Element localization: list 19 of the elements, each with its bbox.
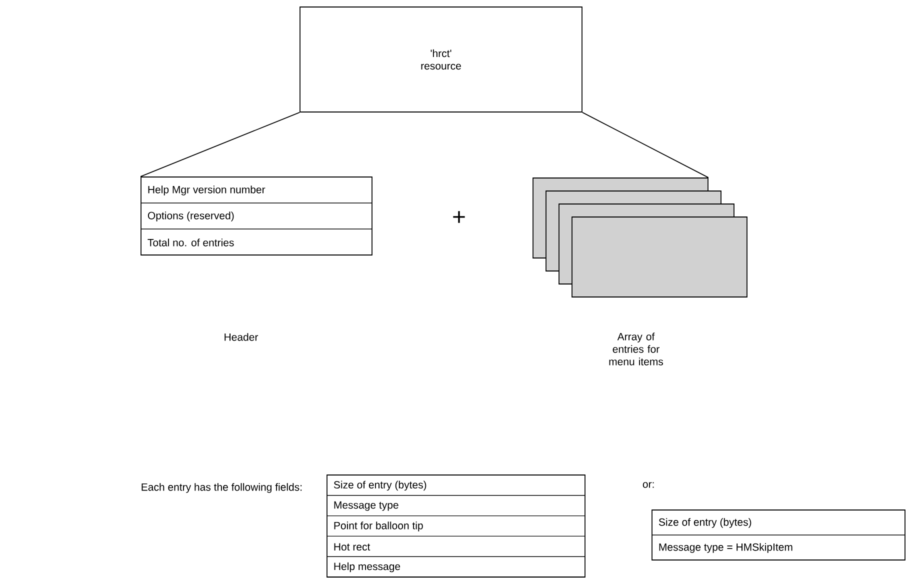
table-row: Message type bbox=[334, 501, 398, 511]
table-row: Help Mgr version number bbox=[148, 186, 266, 196]
table-row: Size of entry (bytes) bbox=[658, 518, 752, 528]
stacked-cards-drawing bbox=[532, 178, 748, 298]
plus-sign: + bbox=[453, 211, 465, 223]
header-label: Header bbox=[224, 333, 258, 341]
resource-box: 'hrct' resource bbox=[300, 6, 582, 112]
connector-line bbox=[582, 112, 709, 178]
table-row: Hot rect bbox=[334, 543, 370, 551]
connector-line bbox=[140, 112, 300, 177]
table-row: Total no. of entries bbox=[148, 238, 234, 246]
table-row: Size of entry (bytes) bbox=[334, 480, 426, 491]
intro-text: Each entry has the following fields: bbox=[142, 483, 302, 493]
table-row: Point for balloon tip bbox=[334, 522, 423, 532]
table-row: Options (reserved) bbox=[148, 212, 234, 222]
array-label: Array of entries for menu items bbox=[609, 332, 664, 366]
or-text: or: bbox=[642, 482, 654, 488]
table-row: Message type = HMSkipItem bbox=[659, 543, 792, 553]
table-row: Help message bbox=[334, 562, 400, 572]
